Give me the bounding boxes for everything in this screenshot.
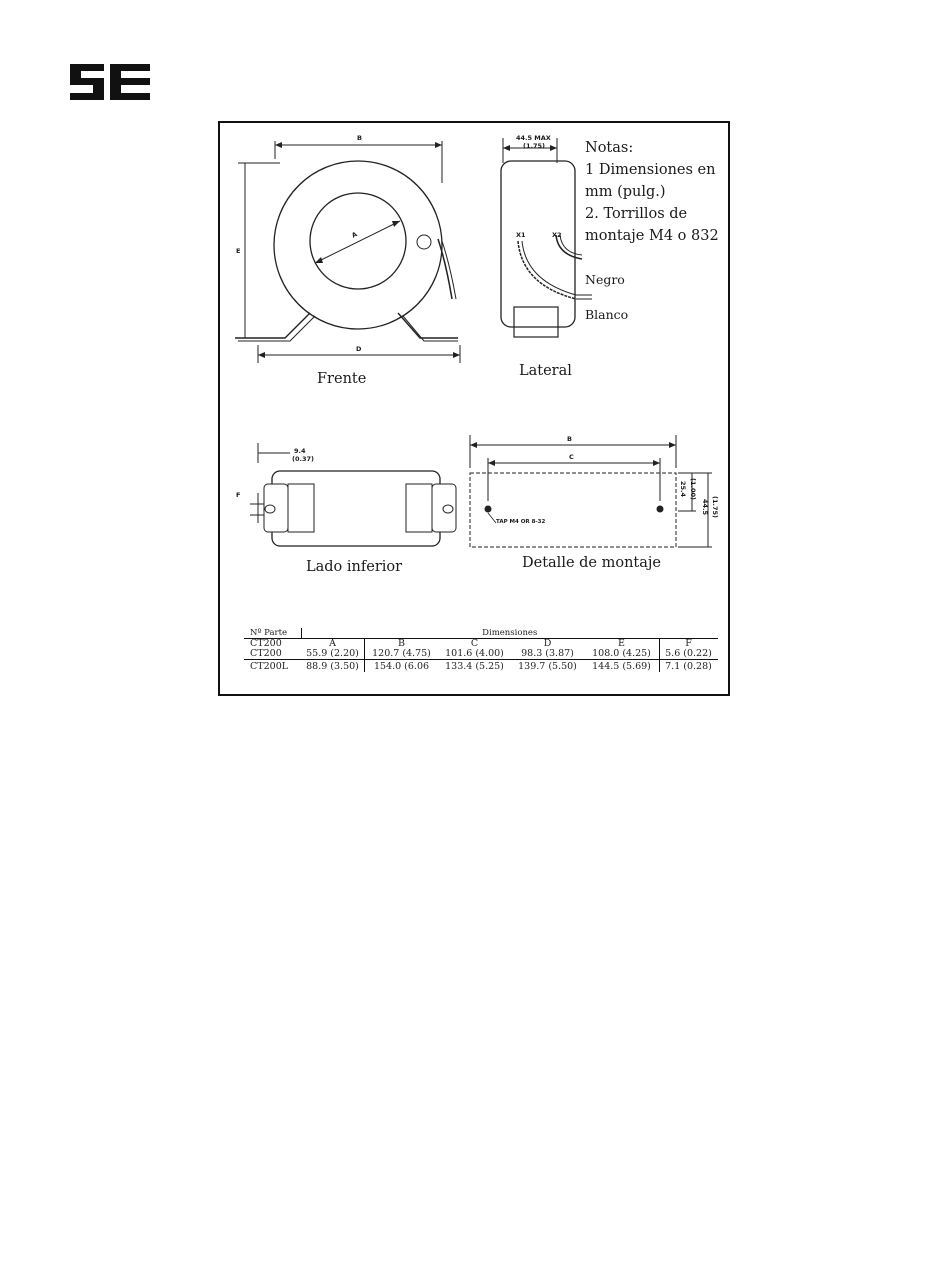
- notes-line-1: 1 Dimensiones en: [585, 162, 716, 178]
- mount-tap-label: TAP M4 OR 8-32: [496, 519, 546, 525]
- mount-outline: [469, 472, 677, 548]
- side-body: [500, 160, 576, 328]
- table-cell: 144.5 (5.69): [584, 659, 659, 672]
- mount-dim-height: 25.4: [679, 480, 688, 498]
- table-col-a: A: [329, 638, 336, 649]
- table-cell: 7.1 (0.28): [658, 659, 718, 672]
- mount-dim-total: 44.5: [701, 498, 710, 516]
- table-cell: 101.6 (4.00): [445, 648, 504, 659]
- company-logo: [70, 64, 150, 100]
- notes-title: Notas:: [585, 140, 634, 156]
- table-cell: 88.9 (3.50): [301, 659, 364, 672]
- mount-dim-height-in: (1.00): [688, 478, 697, 500]
- mount-label-c: C: [569, 453, 574, 461]
- table-cell: 5.6 (0.22): [658, 649, 718, 660]
- front-label-e: E: [236, 247, 241, 255]
- table-col-f: F: [658, 638, 718, 649]
- table-col-d: D: [543, 638, 552, 649]
- table-cell: 108.0 (4.25): [592, 648, 651, 659]
- table-cell: 133.4 (5.25): [438, 659, 511, 672]
- table-cell: 154.0 (6.06: [363, 659, 439, 672]
- table-cell: 55.9 (2.20): [306, 648, 359, 659]
- view-label-side: Lateral: [519, 363, 572, 379]
- view-label-front: Frente: [317, 371, 367, 387]
- bottom-dim-offset: 9.4: [294, 447, 306, 455]
- wire-white-label: Blanco: [585, 307, 629, 322]
- front-mount-hole: [416, 234, 432, 250]
- side-terminal-box: [513, 306, 559, 338]
- view-label-mounting: Detalle de montaje: [522, 555, 661, 571]
- table-cell: 98.3 (3.87): [521, 648, 574, 659]
- front-outer-ring: [273, 160, 443, 330]
- notes-line-2: mm (pulg.): [585, 184, 666, 200]
- notes-block: Notas: 1 Dimensiones en mm (pulg.) 2. To…: [585, 137, 719, 247]
- notes-line-3: 2. Torrillos de: [585, 206, 688, 222]
- table-header-dimensions: Dimensiones: [301, 628, 718, 639]
- side-label-x1: X1: [516, 231, 526, 239]
- table-row: CT200L 88.9 (3.50) 154.0 (6.06 133.4 (5.…: [244, 659, 718, 672]
- table-col-c: C: [470, 638, 479, 649]
- side-dim-top-in: (1.75): [523, 142, 545, 150]
- table-cell: 120.7 (4.75): [363, 649, 439, 660]
- side-dim-top: 44.5 MAX: [516, 134, 551, 142]
- dimensions-table: Nº Parte Dimensiones CT200 A B C D E F C…: [244, 628, 718, 672]
- table-header-part: Nº Parte: [244, 628, 302, 639]
- notes-line-4: montaje M4 o 832: [585, 228, 719, 244]
- bottom-label-f: F: [236, 491, 241, 499]
- view-label-bottom: Lado inferior: [306, 559, 403, 575]
- technical-drawing: [235, 138, 712, 548]
- front-inner-hole: [309, 192, 407, 290]
- bottom-dim-offset-in: (0.37): [292, 455, 314, 463]
- table-cell: 139.7 (5.50): [510, 659, 585, 672]
- front-label-b: B: [357, 134, 362, 142]
- mount-hole-right: [656, 505, 664, 513]
- mount-hole-left: [484, 505, 492, 513]
- front-label-d: D: [356, 345, 362, 353]
- side-label-x2: X2: [552, 231, 562, 239]
- table-col-e: E: [618, 638, 625, 649]
- front-diameter-line: [314, 220, 401, 264]
- table-row: CT200 55.9 (2.20) 120.7 (4.75) 101.6 (4.…: [244, 649, 718, 660]
- wire-black-label: Negro: [585, 272, 625, 287]
- drawing-panel: Notas: 1 Dimensiones en mm (pulg.) 2. To…: [218, 121, 730, 696]
- table-col-b: B: [363, 638, 439, 649]
- mount-label-b: B: [567, 435, 572, 443]
- table-subheader-part: CT200: [250, 638, 282, 649]
- table-cell-part: CT200L: [244, 659, 302, 672]
- table-cell-part: CT200: [250, 648, 282, 659]
- mount-dim-total-in: (1.75): [710, 496, 719, 518]
